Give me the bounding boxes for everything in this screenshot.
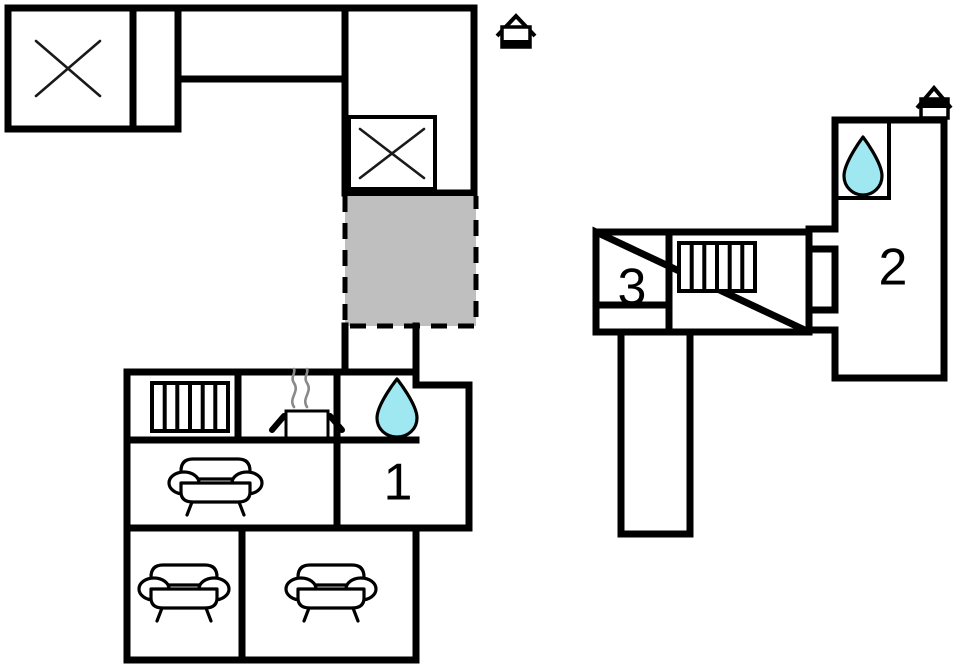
room-number-2: 2 [879, 239, 908, 297]
stairs-icon [150, 381, 230, 433]
house-marker-icon [915, 84, 953, 120]
right-lower-corridor [617, 328, 694, 538]
x-mark-icon [358, 127, 426, 180]
main-outer-wall [123, 368, 473, 664]
water-drop-icon [375, 377, 419, 439]
building-right-lower: 3 [592, 226, 813, 538]
upper-left-outer-wall [4, 4, 478, 197]
sofa-icon [284, 563, 378, 623]
building-right-upper: 2 [805, 116, 948, 382]
upper-left-small-room [347, 115, 437, 191]
terrace-dashed-border [342, 196, 479, 329]
main-connector-stub [341, 322, 420, 376]
stairs-icon [677, 241, 757, 293]
room-number-1: 1 [384, 454, 413, 512]
building-main-lower-left: 1 [123, 322, 473, 664]
x-mark-icon [34, 39, 102, 98]
house-marker-icon [495, 13, 537, 49]
terrace-fill [345, 196, 476, 326]
room-number-3: 3 [618, 259, 647, 317]
cooktop-icon [269, 367, 345, 440]
hatched-terrace [342, 196, 479, 329]
right-wing-bathroom-partition [833, 118, 891, 200]
sofa-icon [167, 457, 264, 517]
building-upper-left [4, 4, 478, 197]
sofa-icon [137, 563, 231, 623]
water-drop-icon [842, 135, 884, 197]
